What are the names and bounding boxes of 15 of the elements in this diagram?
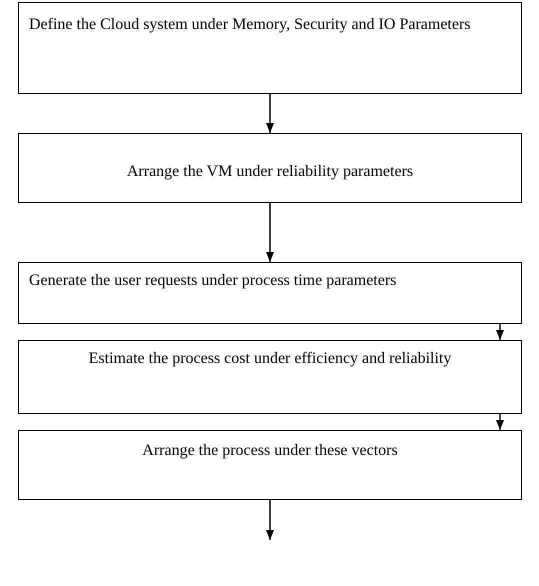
step-text: Estimate the process cost under efficiency and reliability [88,349,452,369]
step-text: Define the Cloud system under Memory, Security and IO Parameters [29,15,472,35]
process-box [18,133,522,203]
process-box [18,262,522,324]
arrow [496,324,504,340]
step-text: Arrange the VM under reliability parameters [126,162,414,182]
step-text: Arrange the process under these vectors [141,441,399,461]
arrow [266,94,274,133]
arrow [266,203,274,262]
process-box [18,430,522,500]
process-box [18,2,522,94]
process-box [18,340,522,414]
arrow [266,500,274,540]
arrow [496,414,504,430]
step-text: Generate the user requests under process time parameters [29,271,398,291]
